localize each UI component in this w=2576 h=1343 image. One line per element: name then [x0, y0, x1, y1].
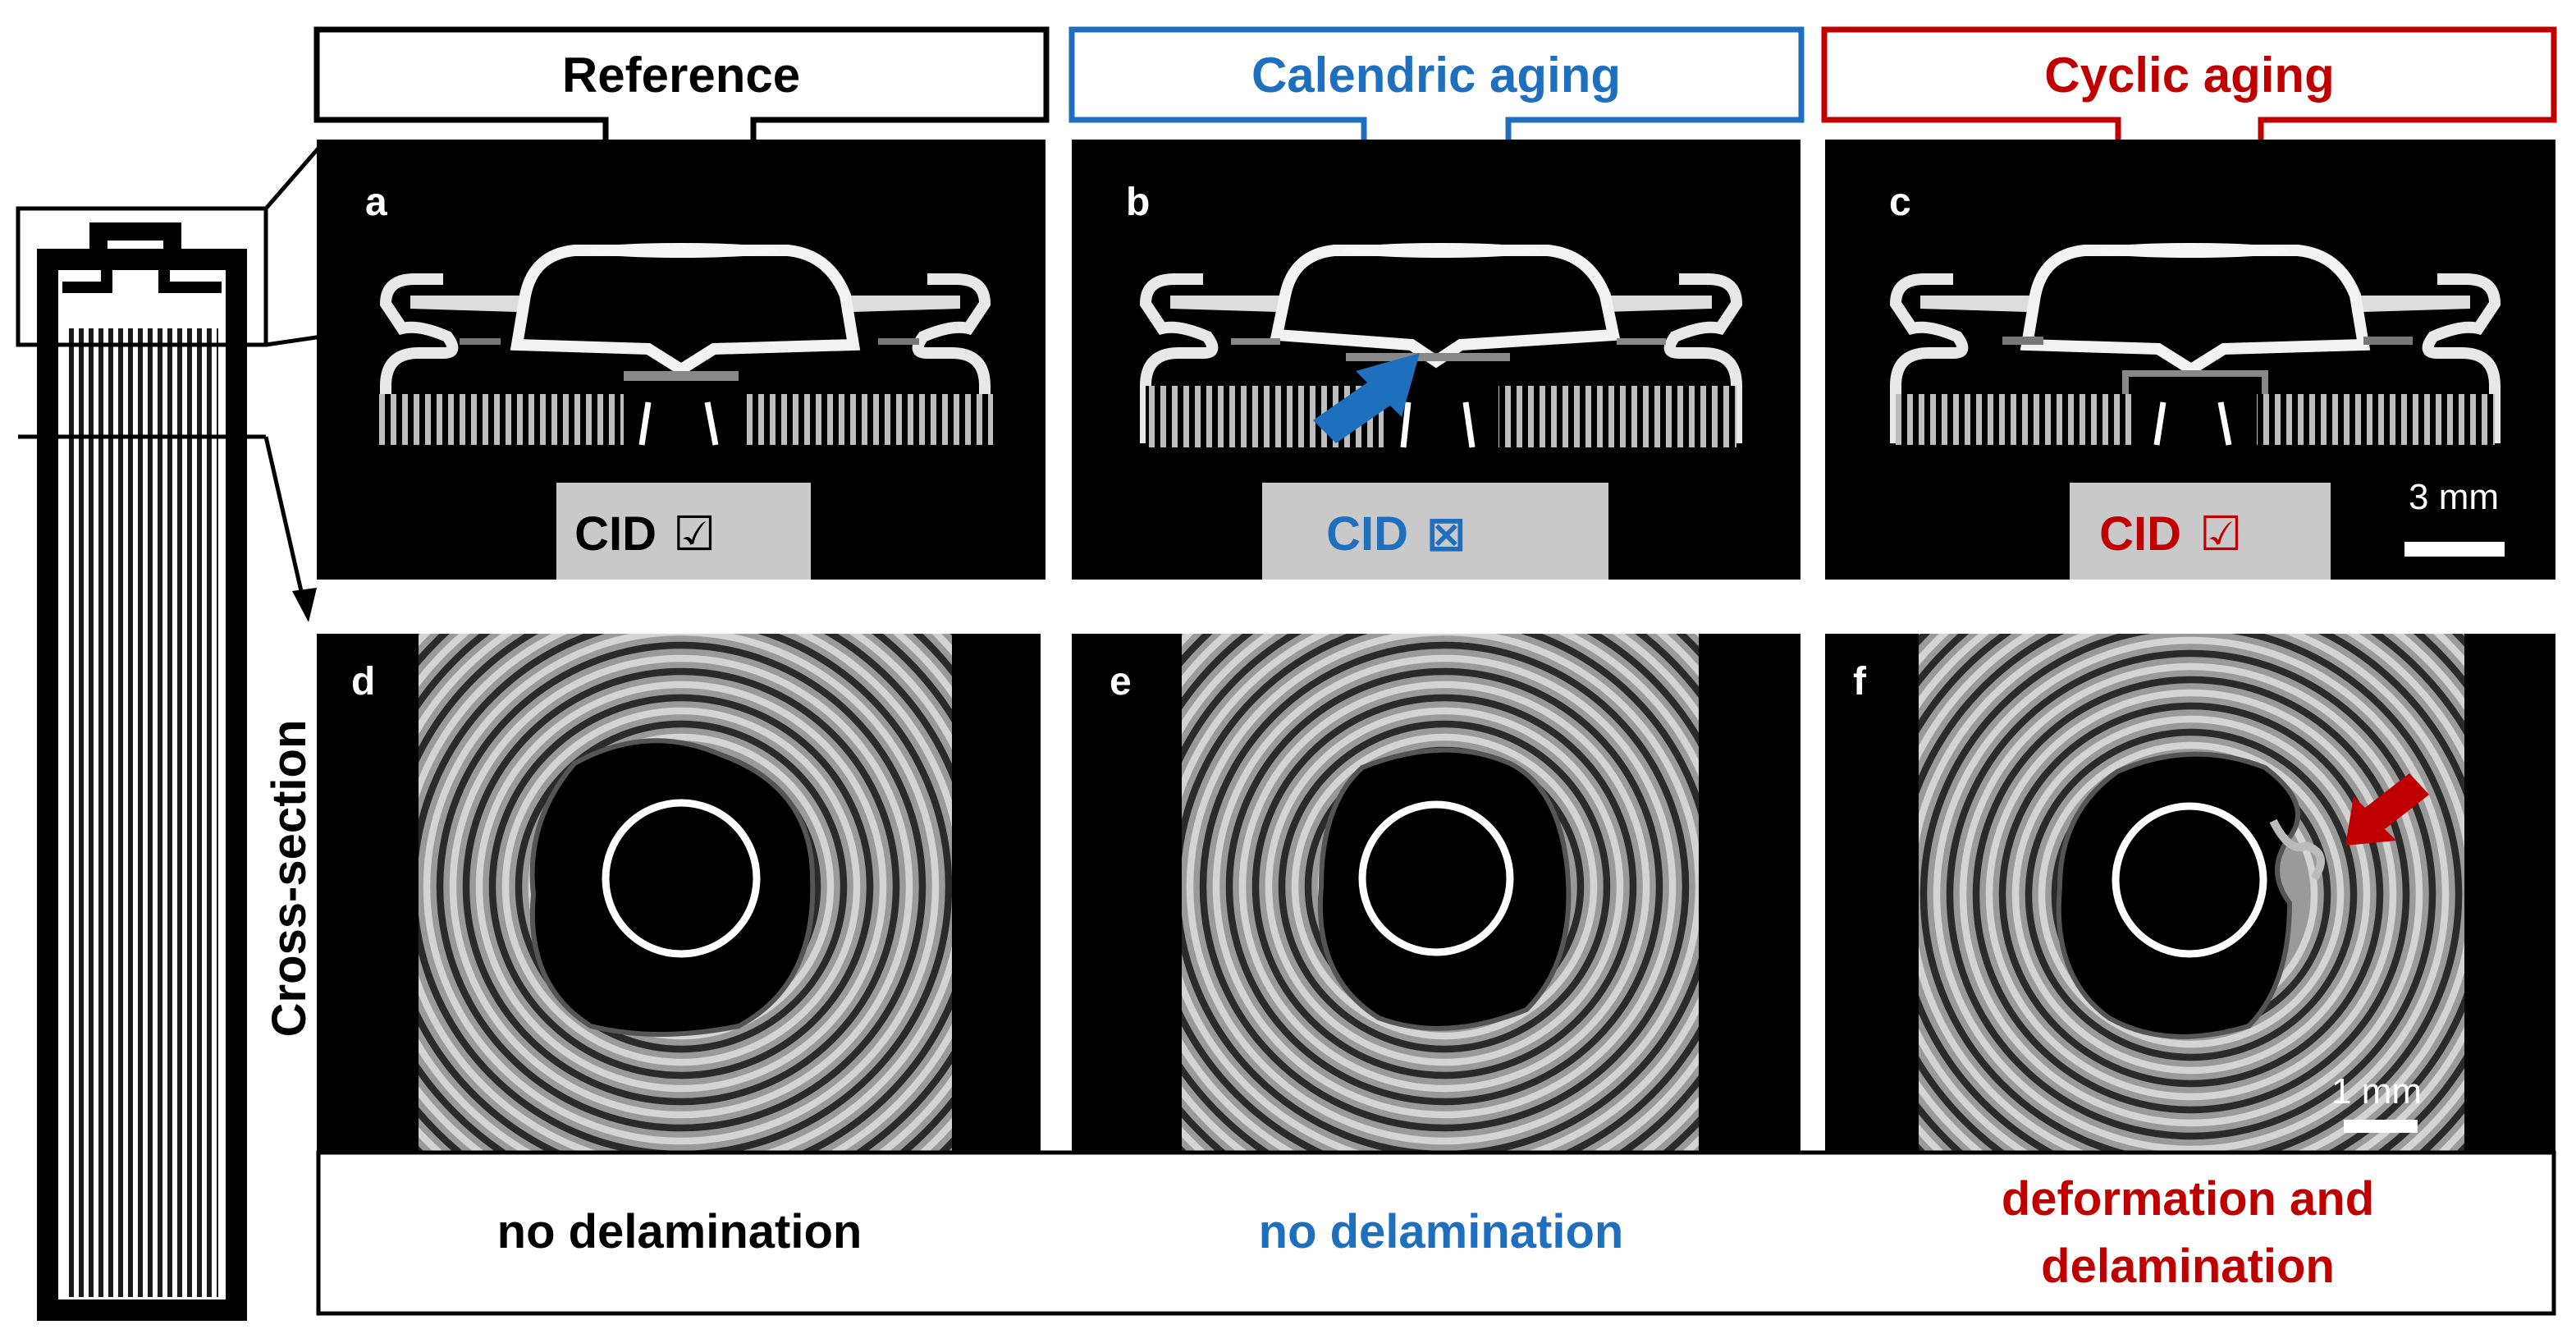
electrode-ring — [515, 720, 848, 1053]
electrode-ring — [1238, 681, 1650, 1093]
electrode-ring — [1919, 634, 2463, 1151]
electrode-ring — [1933, 636, 2450, 1151]
panel-f: f 1 mm — [1825, 634, 2555, 1151]
electrode-ring — [488, 694, 874, 1079]
cyclic-arrow-icon — [2345, 773, 2429, 846]
panel-f-letter: f — [1853, 660, 1867, 704]
electrode-ring — [1225, 667, 1663, 1106]
side-label: Cross-section — [263, 720, 316, 1038]
cid-cross-icon-b: ⊠ — [1426, 507, 1466, 561]
electrode-ring — [462, 667, 900, 1106]
calendric-arrow-icon — [1313, 353, 1420, 443]
panel-d-letter: d — [351, 660, 375, 704]
panel-c: c CID ☑ 3 mm — [1825, 140, 2555, 580]
scalebar-bottom — [2344, 1120, 2418, 1133]
zoom-box-top — [16, 206, 268, 347]
caption-cyclic-line2: delamination — [2041, 1240, 2335, 1293]
panel-e-letter: e — [1110, 660, 1132, 704]
cid-check-icon-c: ☑ — [2199, 507, 2242, 561]
panel-b: b CID ⊠ — [1072, 140, 1800, 580]
panel-c-letter: c — [1889, 181, 1911, 224]
electrode-ring — [2025, 728, 2358, 1061]
cid-box-a — [556, 483, 811, 580]
electrode-ring — [1186, 634, 1699, 1145]
electrode-ring — [1251, 694, 1637, 1079]
electrode-ring — [2038, 741, 2345, 1048]
electrode-ring — [1998, 702, 2384, 1088]
electrode-ring — [449, 654, 913, 1119]
cap-structure-b — [1139, 243, 1743, 448]
caption-strip — [316, 1150, 2556, 1316]
title-calendric-text: Calendric aging — [1251, 48, 1621, 103]
cid-check-icon-a: ☑ — [673, 507, 716, 561]
panel-e: e — [1072, 634, 1800, 1151]
caption-reference: no delamination — [497, 1205, 862, 1258]
scalebar-top-label: 3 mm — [2409, 477, 2499, 517]
panel-b-letter: b — [1126, 181, 1150, 224]
electrode-ring — [1946, 649, 2436, 1140]
electrode-ring — [1985, 689, 2397, 1101]
title-calendric: Calendric aging — [1068, 26, 1805, 186]
electrode-ring — [1972, 676, 2410, 1114]
cid-label-a: CID — [574, 507, 657, 561]
electrode-ring — [1959, 662, 2423, 1127]
cid-label-c: CID — [2099, 507, 2181, 561]
electrode-ring — [423, 634, 940, 1145]
title-reference: Reference — [313, 26, 1050, 177]
electrode-ring — [436, 641, 927, 1132]
cap-structure-c — [1889, 243, 2501, 446]
caption-cyclic-line1: deformation and — [2002, 1172, 2374, 1226]
electrode-ring — [1199, 641, 1690, 1132]
electrode-ring — [501, 707, 861, 1066]
electrode-ring — [2011, 715, 2371, 1075]
cid-box-b — [1262, 483, 1608, 580]
panel-d: d — [317, 634, 1041, 1151]
title-cyclic-text: Cyclic aging — [2044, 48, 2334, 103]
cid-label-b: CID — [1326, 507, 1408, 561]
panel-a: a CID ☑ — [317, 140, 1045, 580]
battery-schematic — [16, 143, 323, 1321]
electrode-ring — [1291, 733, 1598, 1040]
scalebar-top — [2404, 542, 2505, 557]
electrode-ring — [475, 681, 887, 1093]
scalebar-bottom-label: 1 mm — [2331, 1071, 2422, 1112]
cap-structure-a — [377, 243, 993, 446]
caption-calendric: no delamination — [1259, 1205, 1624, 1258]
electrode-ring — [1212, 654, 1677, 1119]
panel-a-letter: a — [365, 181, 387, 224]
electrode-ring — [1265, 707, 1624, 1066]
electrode-ring — [419, 634, 952, 1151]
title-reference-text: Reference — [562, 48, 800, 103]
cid-box-c — [2070, 483, 2331, 580]
electrode-ring — [1278, 720, 1611, 1053]
